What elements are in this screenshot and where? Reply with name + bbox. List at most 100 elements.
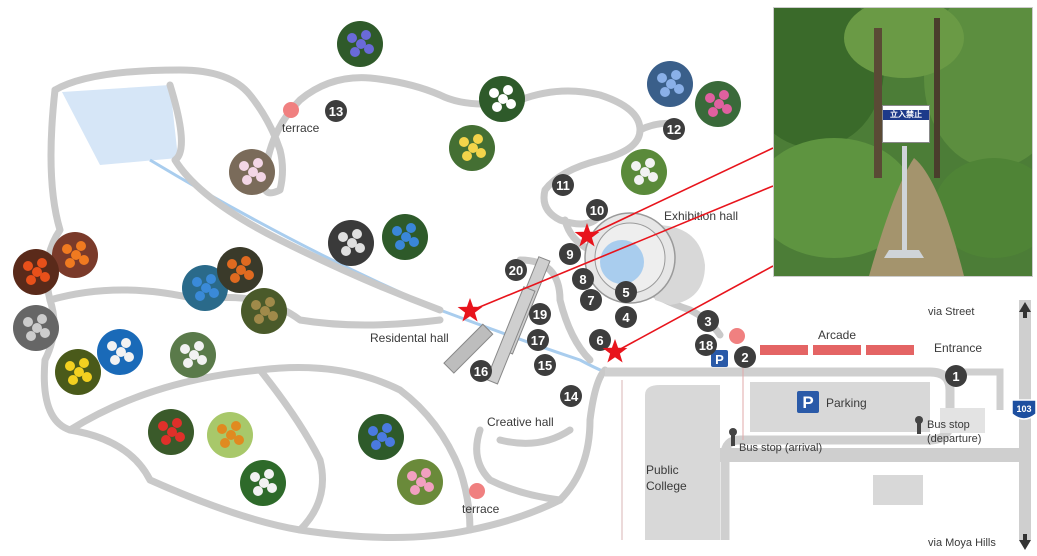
exhibition-hall: [584, 212, 705, 305]
terrace-dot-entrance: [729, 328, 745, 344]
bus-stop-arrival: [729, 428, 737, 446]
up-arrow-icon: [1019, 302, 1031, 318]
svg-text:5: 5: [622, 285, 629, 300]
terrace-dot-bottom: [469, 483, 485, 499]
flower-photo-3: [695, 81, 741, 127]
svg-text:7: 7: [587, 293, 594, 308]
map-marker-14: 14: [560, 385, 582, 407]
terrace-top-label: terrace: [282, 121, 320, 135]
flower-photo-5: [449, 125, 495, 171]
no-entry-sign-text: 立入禁止: [883, 110, 929, 120]
bus-stop-departure-label-2: (departure): [927, 433, 981, 445]
terrace-bottom-label: terrace: [462, 502, 500, 516]
map-marker-7: 7: [580, 289, 602, 311]
closed-area-star-2: [457, 298, 483, 322]
svg-text:16: 16: [474, 364, 488, 379]
svg-text:14: 14: [564, 389, 579, 404]
flower-photo-20: [207, 412, 253, 458]
parking-lot: [750, 382, 930, 432]
via-street-label: via Street: [928, 306, 974, 318]
flower-photo-12: [13, 305, 59, 351]
map-marker-16: 16: [470, 360, 492, 382]
building-block: [873, 475, 923, 505]
garden-paths: [40, 66, 724, 541]
residental-hall-label: Residental hall: [370, 331, 449, 345]
map-marker-8: 8: [572, 268, 594, 290]
small-parking-sign: P: [711, 350, 728, 367]
flower-photo-13: [182, 265, 228, 311]
flower-photo-1: [337, 21, 383, 67]
residental-hall-building: [443, 256, 551, 385]
svg-text:2: 2: [741, 350, 748, 365]
closed-area-star-1: [574, 223, 600, 247]
svg-text:6: 6: [596, 333, 603, 348]
callout-lines: [469, 147, 774, 353]
flower-photo-4: [479, 76, 525, 122]
parking-symbol: P: [802, 393, 813, 412]
parking-label: Parking: [826, 396, 867, 410]
building-block-2: [940, 408, 985, 433]
flower-photo-14: [217, 247, 263, 293]
flower-photo-7: [229, 149, 275, 195]
via-moya-hills-label: via Moya Hills: [928, 537, 996, 549]
route-shield: 103: [1011, 399, 1037, 420]
terrace-dot-top: [283, 102, 299, 118]
creative-hall-label: Creative hall: [487, 415, 554, 429]
map-marker-3: 3: [697, 310, 719, 332]
bus-stop-arrival-label: Bus stop (arrival): [739, 442, 822, 454]
map-marker-15: 15: [534, 354, 556, 376]
map-marker-4: 4: [615, 306, 637, 328]
map-marker-5: 5: [615, 281, 637, 303]
svg-text:15: 15: [538, 358, 552, 373]
svg-text:1: 1: [952, 369, 959, 384]
arcade-label: Arcade: [818, 328, 856, 342]
route-number: 103: [1016, 404, 1031, 414]
entrance-label: Entrance: [934, 341, 982, 355]
closed-path-photo: 立入禁止: [773, 7, 1033, 277]
map-marker-18: 18: [695, 334, 717, 356]
flower-photo-2: [647, 61, 693, 107]
closed-area-star-3: [602, 339, 628, 363]
flower-photo-9: [382, 214, 428, 260]
flower-photo-16: [97, 329, 143, 375]
flower-photo-11: [13, 249, 59, 295]
map-marker-12: 12: [663, 118, 685, 140]
flower-photo-18: [170, 332, 216, 378]
svg-text:10: 10: [590, 203, 604, 218]
flower-photo-21: [240, 460, 286, 506]
pond: [62, 85, 178, 165]
svg-text:20: 20: [509, 263, 523, 278]
svg-text:11: 11: [556, 178, 570, 193]
no-entry-sign: 立入禁止: [882, 105, 930, 143]
map-marker-17: 17: [527, 329, 549, 351]
stream: [149, 158, 606, 374]
svg-text:3: 3: [704, 314, 711, 329]
flower-photo-10: [52, 232, 98, 278]
map-marker-11: 11: [552, 174, 574, 196]
svg-text:13: 13: [329, 104, 343, 119]
svg-text:12: 12: [667, 122, 681, 137]
forest-photo-illustration: [774, 8, 1032, 276]
svg-text:9: 9: [566, 247, 573, 262]
svg-text:17: 17: [531, 333, 545, 348]
flower-photo-19: [148, 409, 194, 455]
flower-photos: [13, 21, 741, 506]
map-marker-19: 19: [529, 303, 551, 325]
flower-photo-15: [241, 288, 287, 334]
public-college-label-1: Public: [646, 463, 679, 477]
flower-photo-8: [328, 220, 374, 266]
map-marker-13: 13: [325, 100, 347, 122]
flower-photo-23: [397, 459, 443, 505]
map-marker-9: 9: [559, 243, 581, 265]
flower-photo-6: [621, 149, 667, 195]
bus-stop-departure: [915, 416, 923, 434]
svg-text:4: 4: [622, 310, 630, 325]
public-college-building: [645, 385, 720, 540]
arcade: [760, 345, 914, 355]
public-college-label-2: College: [646, 479, 687, 493]
map-marker-1: 1: [945, 365, 967, 387]
flower-photo-22: [358, 414, 404, 460]
svg-text:18: 18: [699, 338, 713, 353]
